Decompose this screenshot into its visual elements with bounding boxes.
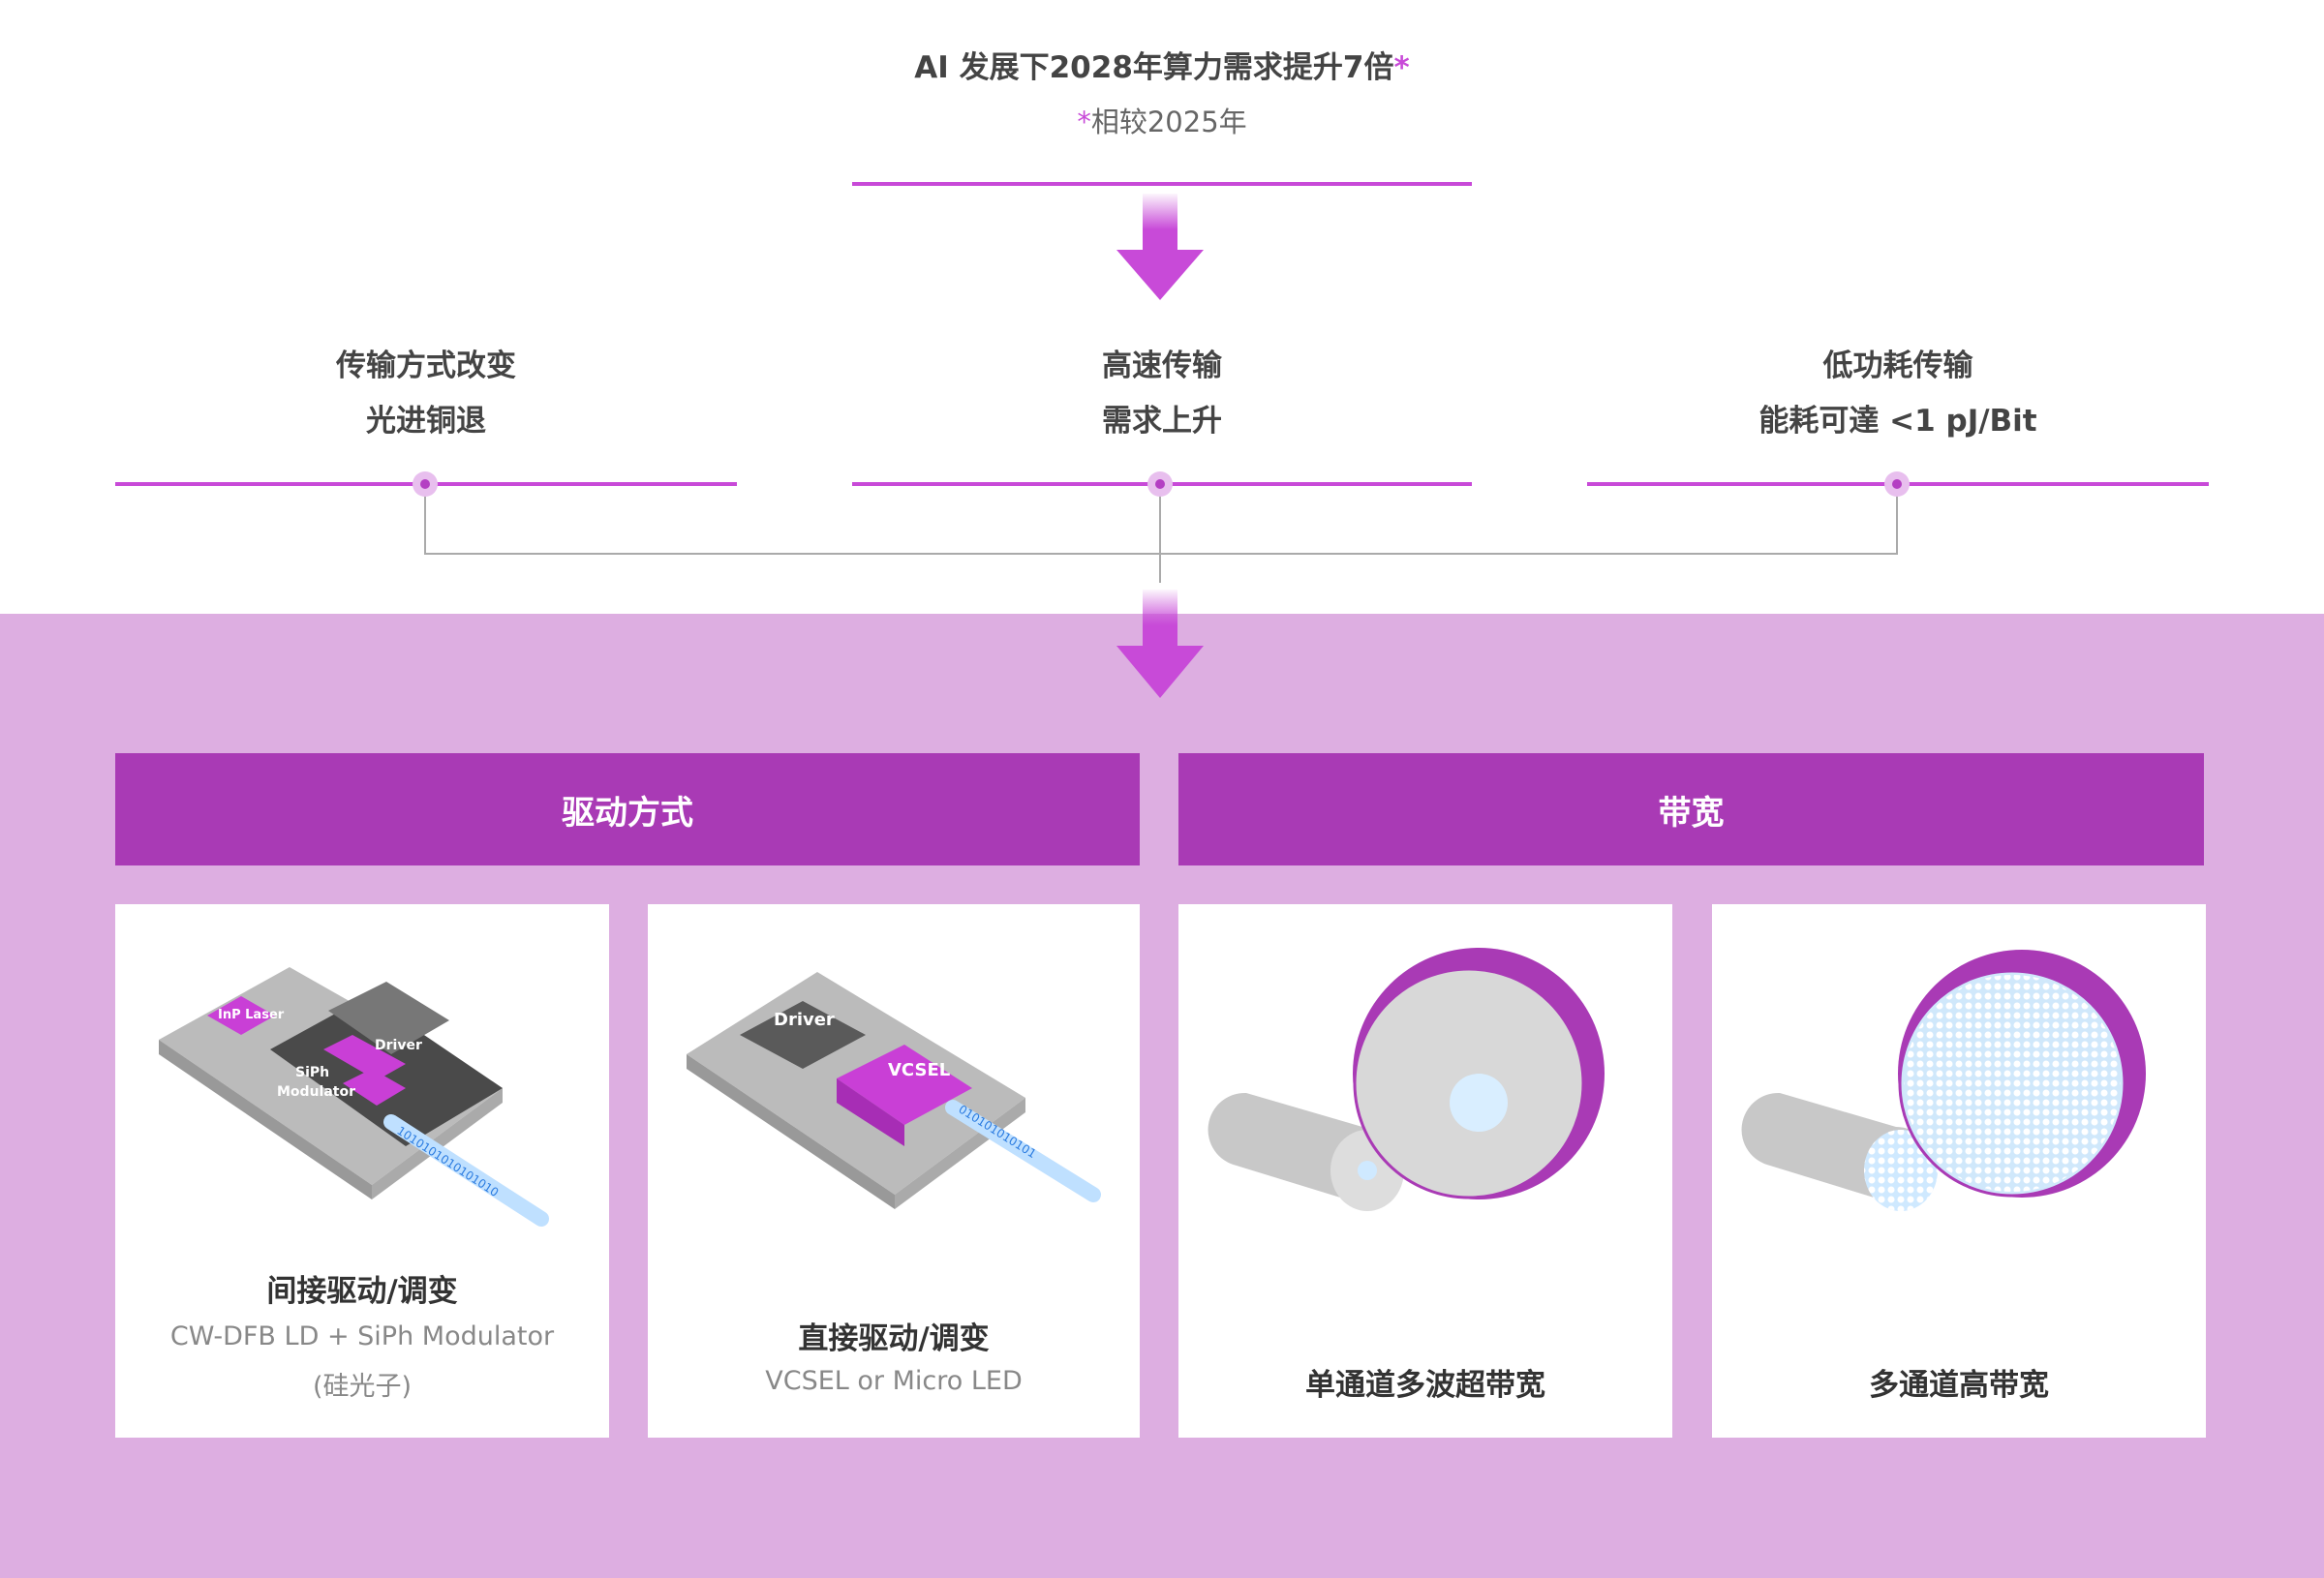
node-dot-icon [1884, 471, 1910, 497]
column-1-heading: 传输方式改变光进铜退 [336, 349, 516, 439]
siph-module-illustration: InP Laser Driver SiPh Modulator 10101010… [159, 967, 549, 1227]
card-subtitle: VCSEL or Micro LED [765, 1366, 1023, 1396]
column-2-heading: 高速传输需求上升 [1102, 349, 1222, 439]
card-title: 单通道多波超带宽 [1305, 1368, 1545, 1403]
card-title: 直接驱动/调变 [798, 1321, 990, 1356]
card-indirect-drive: InP Laser Driver SiPh Modulator 10101010… [115, 904, 609, 1438]
main-title: AI 发展下2028年算力需求提升7倍* [914, 50, 1410, 85]
section-header-bandwidth: 带宽 [1178, 753, 2204, 865]
divider-line [852, 182, 1472, 186]
card-title: 多通道高带宽 [1869, 1368, 2049, 1403]
node-dot-icon [1147, 471, 1173, 497]
footnote: *相较2025年 [1077, 106, 1247, 138]
down-arrow-icon [1116, 194, 1204, 300]
svg-text:Modulator: Modulator [277, 1084, 355, 1100]
connector-lines [424, 484, 1898, 583]
card-single-channel: 单通道多波超带宽 [1178, 904, 1672, 1438]
svg-text:SiPh: SiPh [295, 1065, 329, 1080]
multi-core-fiber-illustration [1741, 950, 2146, 1211]
card-direct-drive: Driver VCSEL 010101010101 直接驱动/调变 VCSEL … [648, 904, 1140, 1438]
card-subtitle: CW-DFB LD + SiPh Modulator [169, 1321, 555, 1351]
down-arrow-icon [1116, 590, 1204, 698]
single-core-fiber-illustration [1208, 948, 1605, 1211]
card-title: 间接驱动/调变 [266, 1274, 458, 1309]
section-header-drive: 驱动方式 [115, 753, 1140, 865]
svg-text:InP Laser: InP Laser [218, 1008, 285, 1022]
card-subtitle-2: (硅光子) [312, 1372, 413, 1402]
column-3-heading: 低功耗传输能耗可達 <1 pJ/Bit [1758, 349, 2037, 439]
node-dot-icon [413, 471, 438, 497]
vcsel-module-illustration: Driver VCSEL 010101010101 [687, 972, 1101, 1209]
svg-text:VCSEL: VCSEL [888, 1060, 950, 1080]
svg-text:Driver: Driver [375, 1038, 422, 1053]
card-multi-channel: 多通道高带宽 [1712, 904, 2206, 1438]
svg-text:Driver: Driver [774, 1010, 835, 1030]
